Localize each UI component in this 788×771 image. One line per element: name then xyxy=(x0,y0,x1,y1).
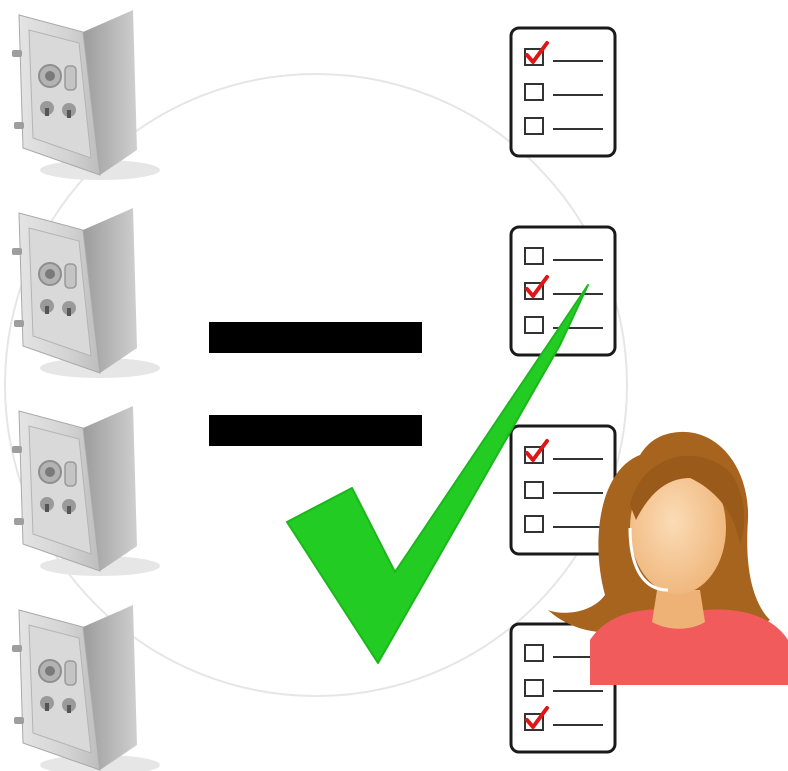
checklist-icon xyxy=(509,622,617,754)
safe-icon xyxy=(11,9,161,181)
safe-icon xyxy=(11,207,161,379)
agent-neck xyxy=(652,590,705,629)
red-tick-icon xyxy=(525,275,549,298)
agent-hair-front xyxy=(630,455,745,545)
red-tick-icon xyxy=(525,439,549,462)
checklist-icon xyxy=(509,225,617,357)
safe-icon xyxy=(11,405,161,577)
green-checkmark-icon xyxy=(286,284,589,664)
support-agent-icon xyxy=(548,431,788,685)
equals-top-bar xyxy=(209,322,422,353)
red-tick-icon xyxy=(525,41,549,64)
checklist-icon xyxy=(509,26,617,158)
equals-bottom-bar xyxy=(209,415,422,446)
headset-mic xyxy=(628,527,669,592)
safe-icon xyxy=(11,604,161,771)
safes-column xyxy=(11,9,161,771)
checklists-column xyxy=(509,26,617,754)
checklist-icon xyxy=(509,424,617,556)
agent-shirt xyxy=(590,609,788,685)
agent-face xyxy=(630,462,726,594)
background-circle xyxy=(4,73,628,697)
equals-sign-icon xyxy=(209,322,422,446)
red-tick-icon xyxy=(525,706,549,729)
